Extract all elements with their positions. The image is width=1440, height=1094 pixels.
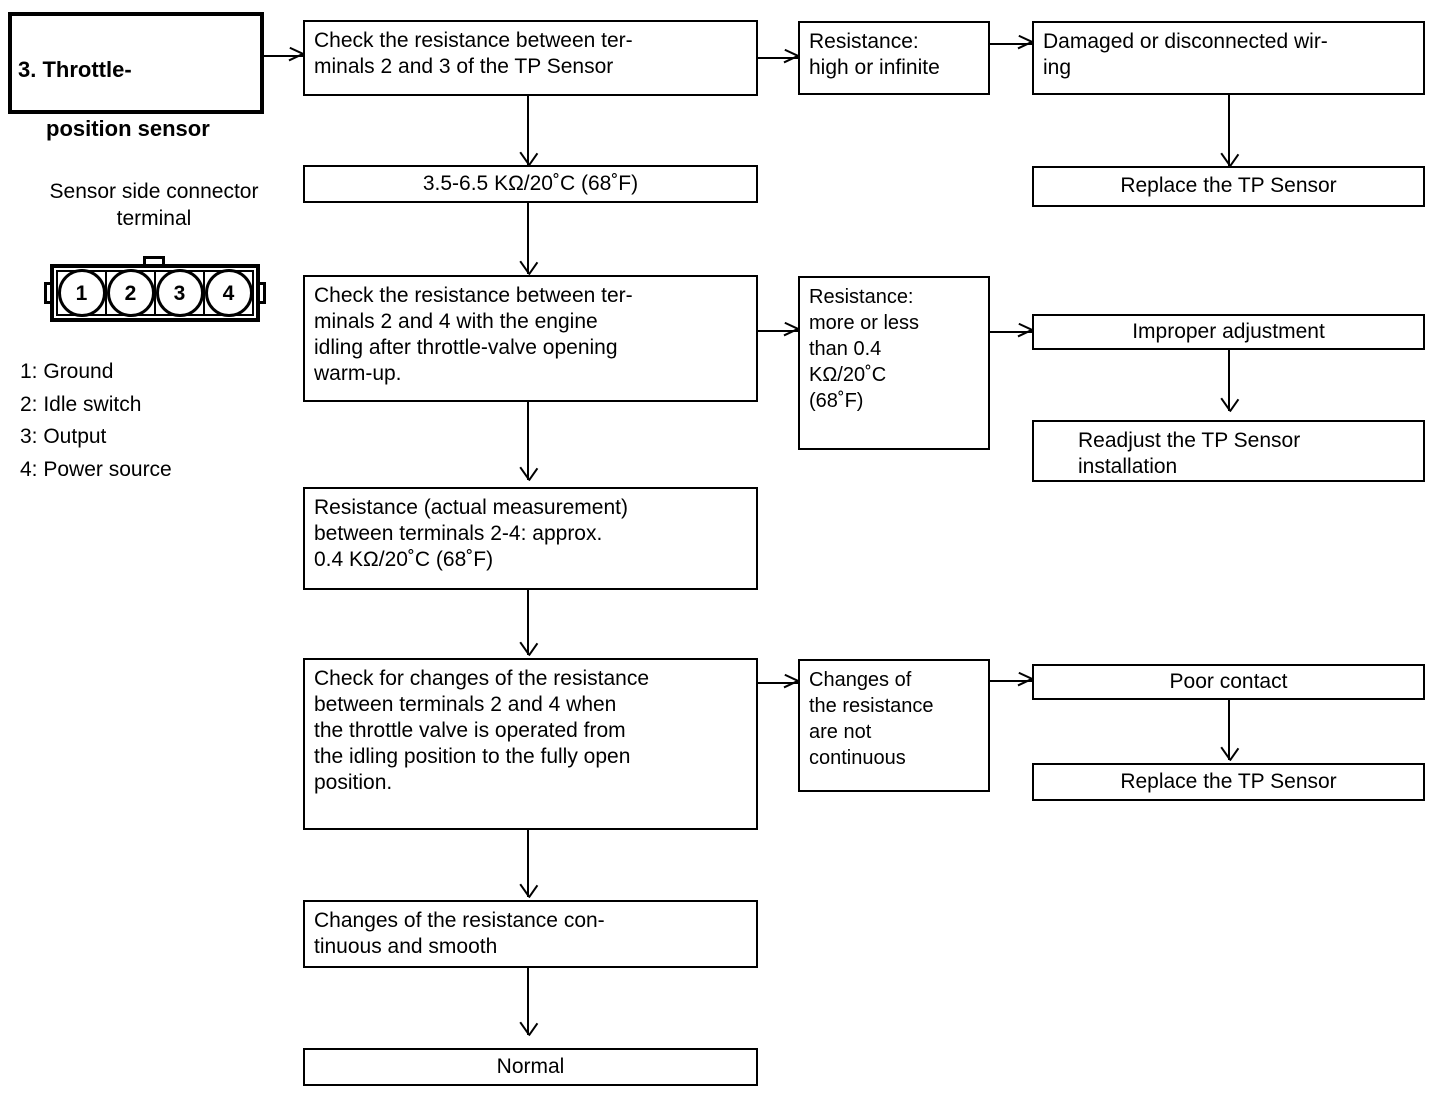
box-resistance-high-or-infinite: Resistance: high or infinite (798, 21, 990, 95)
connector-check23-to-resistance-high (758, 57, 798, 59)
box-poor-contact: Poor contact (1032, 664, 1425, 700)
connector-caption: Sensor side connector terminal (49, 180, 259, 231)
connector-check23-to-spec (527, 96, 529, 165)
connector-pin-4: 4 (204, 269, 253, 317)
box-check-terminals-2-3: Check the resistance between ter- minals… (303, 20, 758, 96)
box-check-resistance-changes: Check for changes of the resistance betw… (303, 658, 758, 830)
connector-pin-3: 3 (155, 269, 204, 317)
box-replace-tp-sensor-2: Replace the TP Sensor (1032, 763, 1425, 801)
connector-cell: 4 (204, 269, 253, 317)
connector-check24-to-resistance-moreless (758, 330, 798, 332)
box-changes-continuous-smooth: Changes of the resistance con- tinuous a… (303, 900, 758, 968)
box-damaged-or-disconnected-wiring: Damaged or disconnected wir- ing (1032, 21, 1425, 95)
connector-improper-to-readjust (1228, 350, 1230, 411)
box-normal: Normal (303, 1048, 758, 1086)
connector-poor-contact-to-replace2 (1228, 700, 1230, 760)
connector-resistance-high-to-damaged (990, 43, 1032, 45)
legend-item-3: 3: Output (20, 425, 107, 449)
connector-cell: 1 (57, 269, 107, 317)
box-spec-resistance-2-3: 3.5-6.5 KΩ/20˚C (68˚F) (303, 165, 758, 203)
connector-cell: 2 (106, 269, 156, 317)
title-line-2: position sensor (46, 116, 210, 142)
connector-left-tab (44, 282, 54, 304)
connector-top-tab (143, 256, 165, 267)
title-line-1: 3. Throttle- (18, 57, 132, 83)
connector-right-tab (256, 282, 266, 304)
connector-pin-row: 1 2 3 4 (56, 269, 254, 317)
connector-title-to-check23 (264, 55, 303, 57)
title-box: 3. Throttle- position sensor (8, 12, 264, 141)
legend-item-1: 1: Ground (20, 360, 114, 383)
connector-check-changes-to-continuous (527, 830, 529, 897)
connector-check-changes-to-not-continuous (758, 682, 798, 684)
box-check-terminals-2-4: Check the resistance between ter- minals… (303, 275, 758, 402)
box-readjust-tp-sensor-installation: Readjust the TP Sensor installation (1032, 420, 1425, 482)
connector-spec-to-check24 (527, 203, 529, 274)
connector-cell: 3 (155, 269, 205, 317)
connector-not-continuous-to-poor-contact (990, 680, 1032, 682)
box-changes-not-continuous: Changes of the resistance are not contin… (798, 659, 990, 792)
connector-continuous-to-normal (527, 968, 529, 1035)
box-improper-adjustment: Improper adjustment (1032, 314, 1425, 350)
pin-legend: 1: Ground 2: Idle switch 3: Output 4: Po… (20, 356, 172, 486)
connector-resistance-moreless-to-improper (990, 331, 1032, 333)
connector-damaged-to-replace1 (1228, 95, 1230, 166)
connector-check24-to-actual (527, 402, 529, 480)
legend-item-2: 2: Idle switch (20, 392, 142, 416)
box-actual-measurement: Resistance (actual measurement) between … (303, 487, 758, 590)
sensor-connector-graphic: 1 2 3 4 (44, 256, 266, 328)
legend-item-4: 4: Power source (20, 457, 172, 481)
connector-pin-1: 1 (57, 269, 106, 317)
box-replace-tp-sensor-1: Replace the TP Sensor (1032, 166, 1425, 207)
connector-actual-to-check-changes (527, 590, 529, 655)
connector-pin-2: 2 (106, 269, 155, 317)
box-resistance-more-or-less: Resistance: more or less than 0.4 KΩ/20˚… (798, 276, 990, 450)
